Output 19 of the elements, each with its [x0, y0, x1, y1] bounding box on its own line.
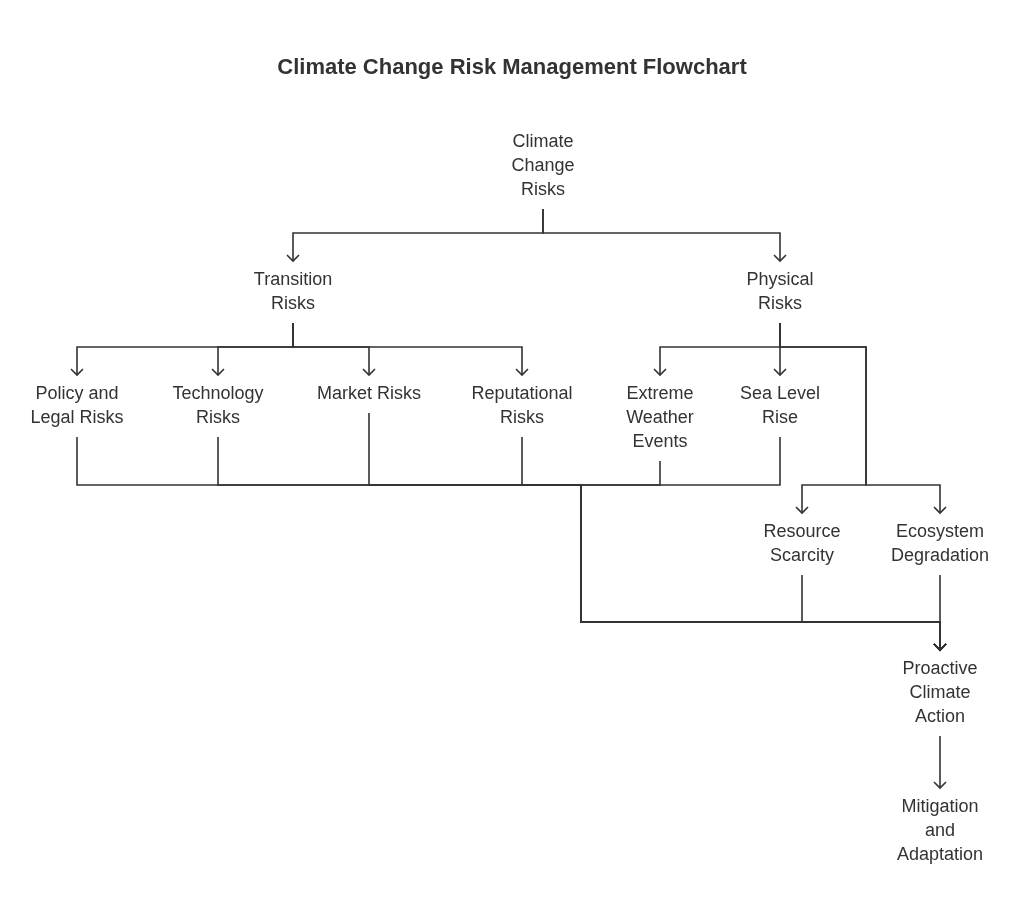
- node-label: Market Risks: [317, 382, 421, 405]
- connector-arrow: [292, 322, 529, 376]
- connector-arrow: [933, 574, 947, 651]
- node-label: Ecosystem Degradation: [889, 520, 991, 567]
- node-label: Reputational Risks: [470, 382, 574, 429]
- connector-arrow: [933, 735, 947, 789]
- diagram-title: Climate Change Risk Management Flowchart: [276, 53, 748, 81]
- node-label: Policy and Legal Risks: [29, 382, 125, 429]
- node-label: Physical Risks: [745, 268, 815, 315]
- node-label: Mitigation and Adaptation: [895, 795, 985, 866]
- node-label: Resource Scarcity: [762, 520, 842, 567]
- node-label: Proactive Climate Action: [901, 657, 979, 728]
- node-label: Transition Risks: [252, 268, 334, 315]
- connector-arrow: [779, 322, 947, 514]
- connector-arrow: [542, 208, 787, 262]
- node-label: Climate Change Risks: [510, 130, 576, 201]
- node-label: Extreme Weather Events: [625, 382, 695, 453]
- node-label: Sea Level Rise: [738, 382, 822, 429]
- node-label: Technology Risks: [171, 382, 265, 429]
